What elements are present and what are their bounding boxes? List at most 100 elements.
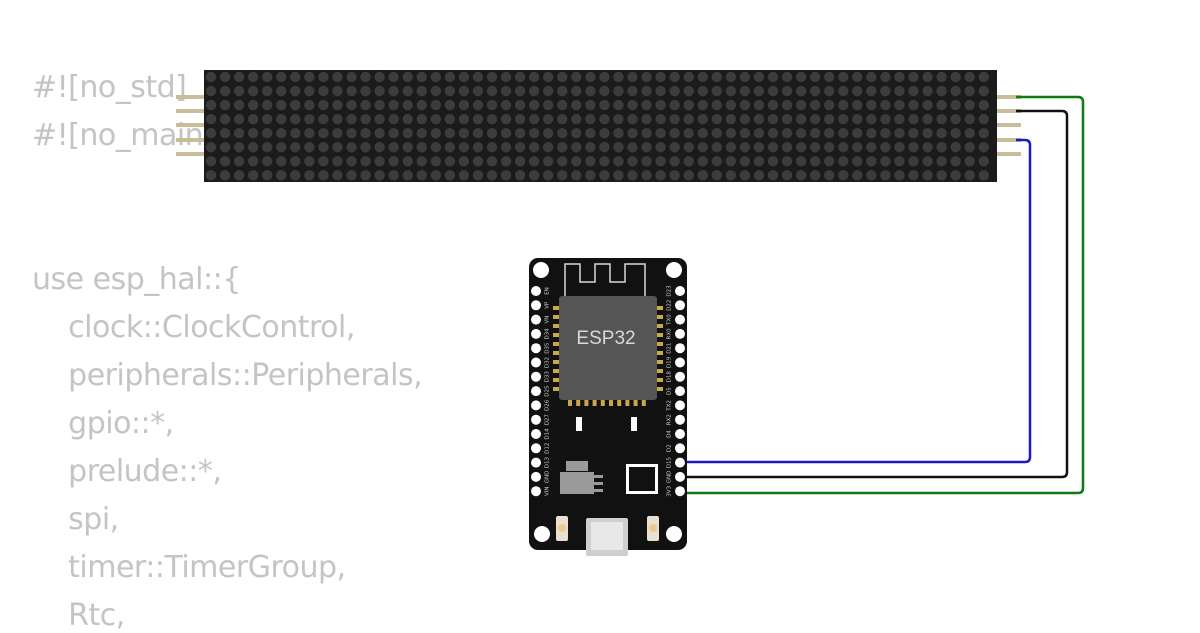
esp32-board[interactable]: ESP32 ENVPVND34D35D32D33D25D26D27D14D12D… [529, 258, 687, 556]
header-pin[interactable] [675, 457, 685, 468]
chip-pad [655, 369, 663, 373]
led-dot [430, 113, 441, 125]
led-dot [233, 85, 245, 97]
header-pin[interactable] [531, 300, 541, 311]
led-dot [557, 71, 568, 83]
led-dot [627, 113, 638, 125]
wire-gnd[interactable] [683, 109, 1069, 479]
header-pin[interactable] [675, 300, 685, 311]
led-dot [486, 170, 498, 181]
header-pin[interactable] [531, 343, 541, 354]
header-pin[interactable] [531, 471, 541, 482]
led-dot [739, 170, 751, 181]
led-dot [908, 156, 919, 167]
header-pin[interactable] [675, 371, 685, 382]
chip-pad [655, 333, 663, 337]
led-dot [346, 71, 357, 83]
pin-label: D19 [667, 356, 673, 368]
header-pin[interactable] [675, 443, 685, 454]
led-dot [669, 142, 680, 153]
header-pin[interactable] [675, 357, 685, 368]
header-pin[interactable] [675, 328, 685, 339]
led-dot [964, 142, 975, 153]
header-pin[interactable] [531, 400, 541, 411]
led-dot [458, 156, 470, 167]
led-dot [978, 128, 989, 139]
header-pin[interactable] [531, 328, 541, 339]
left-pin-labels: ENVPVND34D35D32D33D25D26D27D14D12D13GNDV… [545, 287, 551, 496]
header-pin[interactable] [675, 386, 685, 397]
led-dot [332, 113, 343, 125]
chip-pad [584, 398, 589, 406]
led-dot [472, 156, 484, 167]
header-pin[interactable] [675, 343, 685, 354]
led-dot [486, 113, 498, 125]
led-dot [205, 156, 217, 167]
led-dot [950, 156, 961, 167]
led-dot [276, 170, 287, 181]
led-dot [262, 85, 273, 97]
led-dot [486, 85, 498, 97]
header-pin[interactable] [531, 314, 541, 325]
led-dot [908, 142, 919, 153]
pin-label: 3V3 [667, 485, 673, 496]
led-dot [557, 128, 568, 139]
led-dot [641, 156, 652, 167]
header-pin[interactable] [675, 486, 685, 497]
led-dot [824, 85, 835, 97]
reset-button[interactable] [647, 516, 659, 541]
header-pin[interactable] [675, 414, 685, 425]
led-dot [725, 170, 737, 181]
led-dot [318, 113, 329, 125]
led-matrix[interactable] [176, 70, 1021, 182]
led-dot [374, 71, 385, 83]
pin-label: D25 [545, 385, 551, 397]
boot-button[interactable] [556, 516, 568, 541]
mount-hole-top-left [533, 262, 549, 278]
led-dot [486, 156, 498, 167]
led-dot [824, 71, 835, 83]
led-dot [571, 156, 582, 167]
code-line: prelude::*, [32, 454, 222, 489]
led-dot [557, 170, 568, 181]
header-pin[interactable] [675, 314, 685, 325]
code-line: spi, [32, 502, 119, 537]
led-dot [781, 156, 793, 167]
wire-cs[interactable] [683, 138, 1032, 464]
led-dot [613, 142, 624, 153]
led-dot [233, 113, 245, 125]
header-pin[interactable] [531, 486, 541, 497]
led-dot [978, 99, 989, 111]
led-dot [290, 85, 301, 97]
led-dot [219, 128, 231, 139]
led-dot [922, 156, 933, 167]
wire-vcc[interactable] [683, 95, 1085, 495]
header-pin[interactable] [531, 457, 541, 468]
led-dot [346, 99, 357, 111]
header-pin[interactable] [675, 400, 685, 411]
led-dot [866, 71, 877, 83]
pin-label: D2 [667, 444, 673, 452]
led-dot [360, 128, 371, 139]
header-pin[interactable] [531, 371, 541, 382]
led-dot [514, 128, 526, 139]
header-pin[interactable] [675, 429, 685, 439]
header-pin[interactable] [531, 414, 541, 425]
led-dot [472, 85, 484, 97]
led-dot [838, 128, 849, 139]
led-dot [543, 113, 554, 125]
header-pin[interactable] [531, 443, 541, 454]
header-pin[interactable] [531, 357, 541, 368]
header-pin[interactable] [675, 471, 685, 482]
header-pin[interactable] [531, 429, 541, 439]
header-pin[interactable] [531, 286, 541, 296]
led-dot [753, 170, 765, 181]
header-pin[interactable] [675, 286, 685, 296]
led-dot [824, 113, 835, 125]
led-dot [950, 99, 961, 111]
header-pin[interactable] [531, 386, 541, 397]
led-dot [922, 113, 933, 125]
chip-pad [553, 387, 561, 391]
led-dot [725, 128, 737, 139]
led-dot [767, 113, 779, 125]
